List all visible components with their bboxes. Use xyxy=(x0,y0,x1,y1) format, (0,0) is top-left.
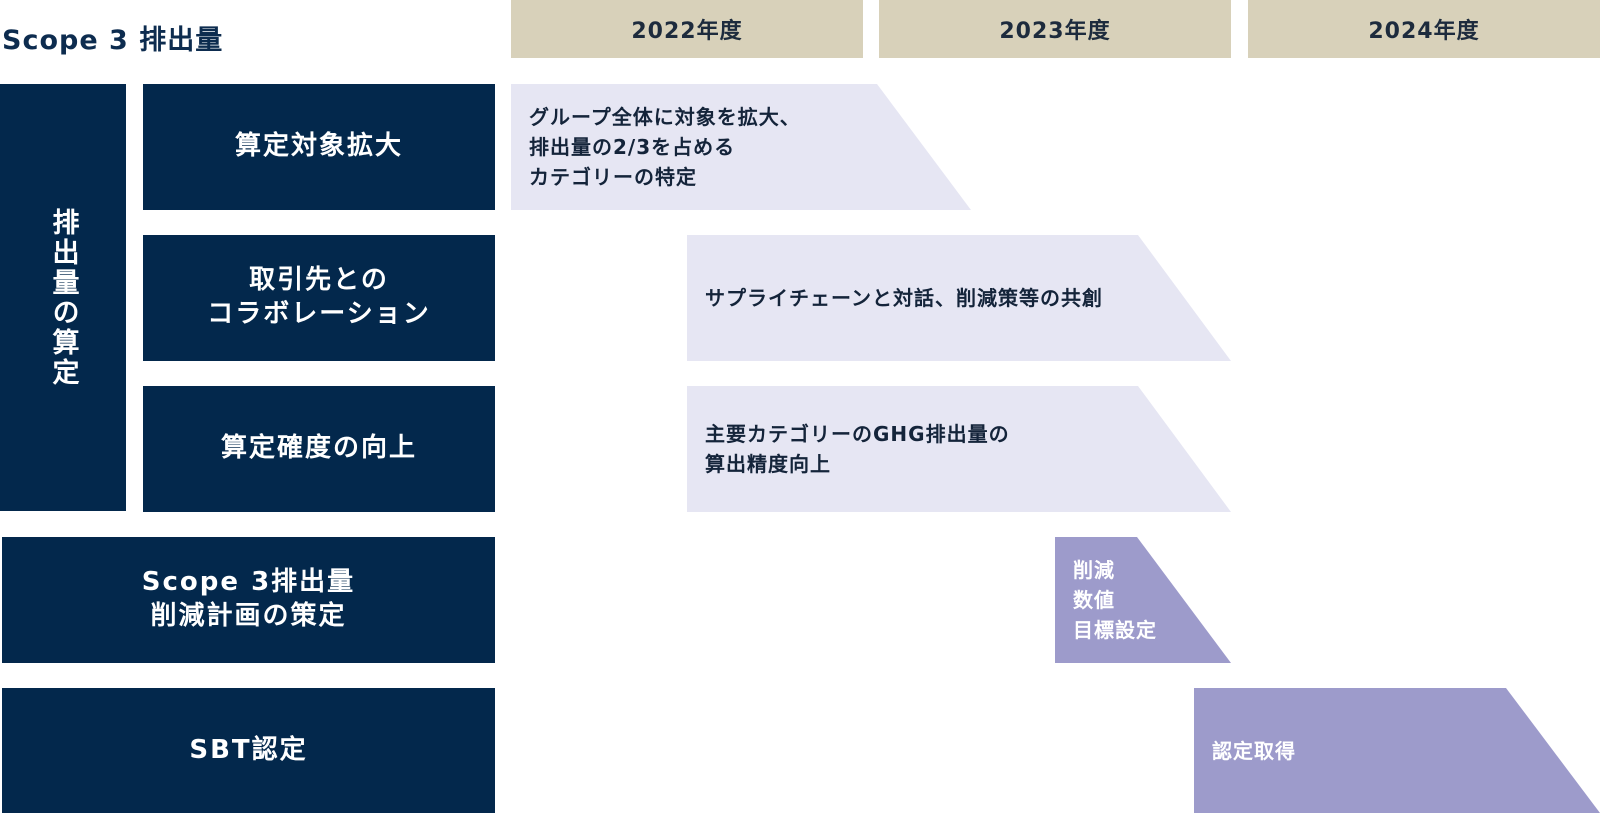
row-label-sbt-certification: SBT認定 xyxy=(2,688,495,813)
row-label-text: 算定確度の向上 xyxy=(220,433,417,464)
timeline-bar-reduction-target: 削減 数値 目標設定 xyxy=(1055,537,1231,663)
row-label-accuracy-improvement: 算定確度の向上 xyxy=(143,386,495,512)
row-label-supplier-collaboration: 取引先との コラボレーション xyxy=(143,235,495,361)
row-label-text: 算定対象拡大 xyxy=(234,131,403,162)
timeline-bar-supplier-collaboration: サプライチェーンと対話、削減策等の共創 xyxy=(687,235,1231,361)
row-label-reduction-plan: Scope 3排出量 削減計画の策定 xyxy=(2,537,495,663)
year-header-2023: 2023年度 xyxy=(879,0,1231,58)
group-label-emission-calculation: 排出量の算定 xyxy=(0,84,126,511)
row-label-text: Scope 3排出量 削減計画の策定 xyxy=(141,567,356,631)
year-header-2024: 2024年度 xyxy=(1248,0,1600,58)
row-label-text: SBT認定 xyxy=(189,734,308,765)
group-label-text: 排出量の算定 xyxy=(47,207,79,388)
year-header-2022: 2022年度 xyxy=(511,0,863,58)
timeline-bar-scope-expansion: グループ全体に対象を拡大、 排出量の2/3を占める カテゴリーの特定 xyxy=(511,84,971,210)
page-title: Scope 3 排出量 xyxy=(2,25,224,56)
timeline-bar-accuracy-improvement: 主要カテゴリーのGHG排出量の 算出精度向上 xyxy=(687,386,1231,512)
timeline-bar-sbt-certification: 認定取得 xyxy=(1194,688,1600,813)
row-label-text: 取引先との コラボレーション xyxy=(207,265,431,329)
row-label-scope-expansion: 算定対象拡大 xyxy=(143,84,495,210)
